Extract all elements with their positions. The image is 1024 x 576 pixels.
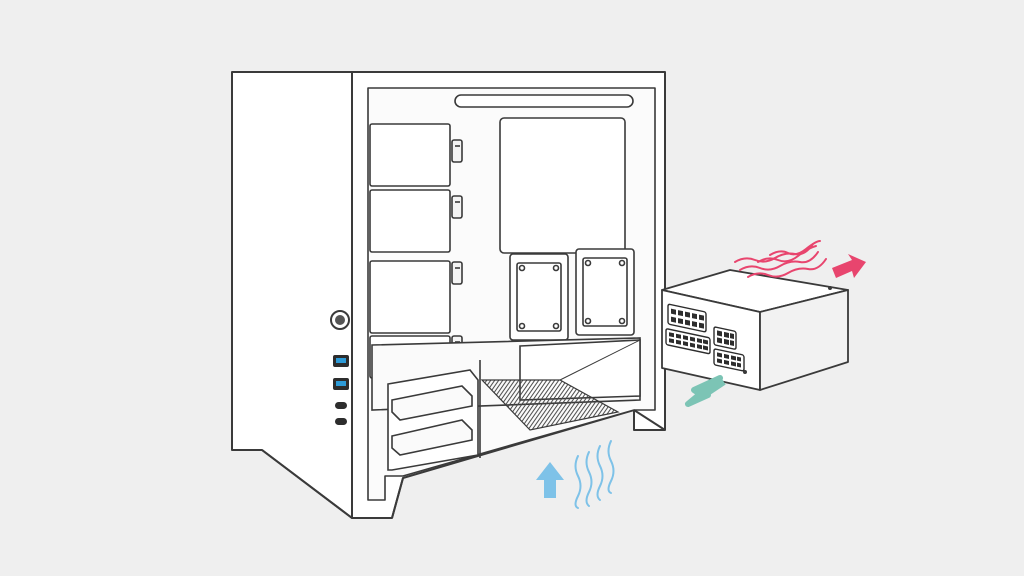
ssd-mounts [509, 248, 635, 341]
floor-vent-grille [480, 379, 620, 431]
drive-bay [369, 260, 463, 334]
arrow-right-icon [832, 254, 866, 278]
hdd-tray [391, 385, 473, 421]
power-supply-unit [661, 269, 849, 391]
front-io-panel [330, 310, 350, 425]
connector-group [665, 328, 711, 355]
ssd-mount [575, 248, 635, 336]
usb-c-port[interactable] [335, 402, 347, 409]
case-front-foot [261, 449, 353, 519]
psu-side-face [759, 289, 849, 391]
motherboard-cutout [499, 117, 626, 254]
connector-group [713, 348, 745, 372]
drive-bay [369, 123, 463, 187]
hdd-cage [387, 369, 479, 471]
drive-bays [369, 123, 463, 379]
connector-group [667, 303, 707, 333]
arrow-up-icon [536, 462, 564, 498]
audio-port[interactable] [335, 418, 347, 425]
connector-group [713, 326, 737, 350]
psu-modular-connectors [665, 303, 745, 372]
top-cable-channel [454, 94, 634, 108]
hot-exhaust-airflow [734, 240, 827, 278]
case-front-panel [231, 71, 353, 519]
drive-bay [369, 189, 463, 253]
intake-airflow [574, 440, 615, 509]
arrow-down-left-icon [685, 375, 726, 407]
hdd-tray [391, 419, 473, 456]
ssd-mount [509, 253, 569, 341]
